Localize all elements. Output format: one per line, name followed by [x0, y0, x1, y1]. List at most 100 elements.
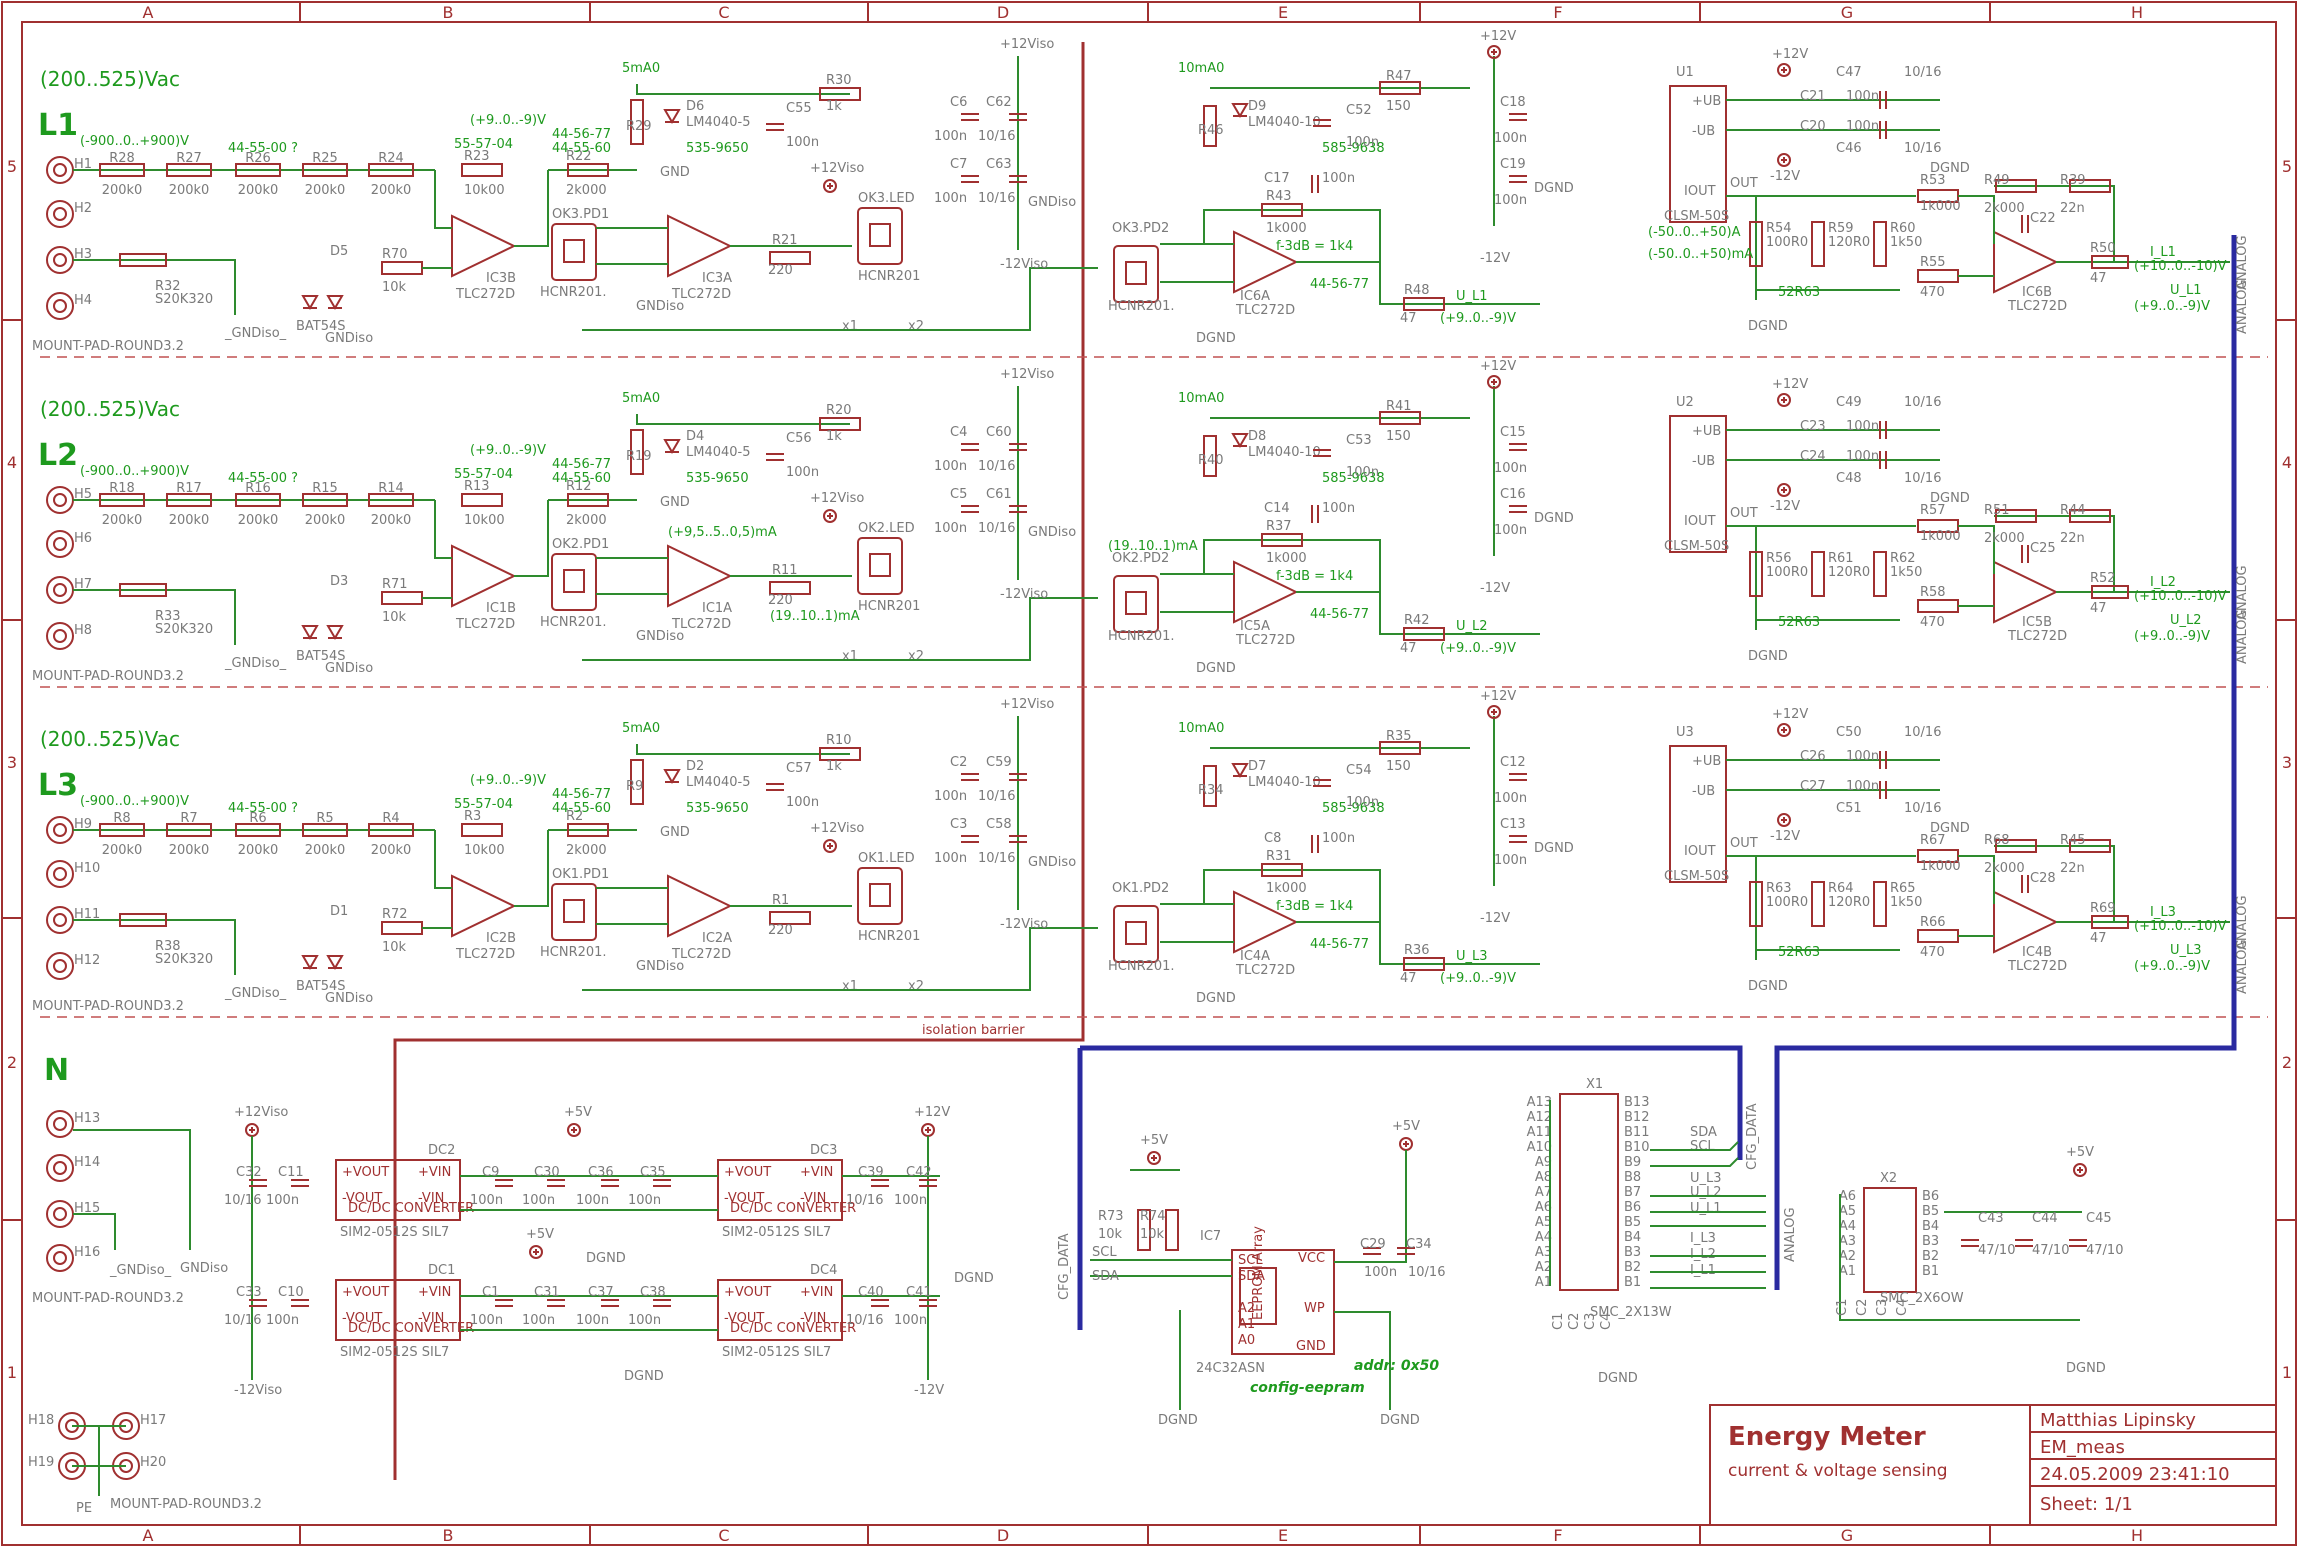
capacitor-ref: C3	[950, 817, 967, 832]
pad-inner	[53, 867, 67, 881]
supply-circle	[1777, 813, 1791, 827]
current-sensor-body	[1669, 745, 1727, 883]
grid-column-label: E	[1278, 3, 1288, 22]
capacitor-value: 100n	[934, 129, 967, 144]
ground-label: DGND	[624, 1369, 664, 1384]
input-op-amp	[451, 544, 517, 608]
section-separators	[40, 356, 2268, 1018]
pad-outer	[46, 200, 74, 228]
resistor-value: 2k000	[1984, 861, 2025, 876]
capacitor-ref: C46	[1836, 141, 1862, 156]
reference-diode	[1231, 433, 1249, 448]
resistor-ref: R73	[1098, 1209, 1124, 1224]
capacitor-ref: C30	[534, 1165, 560, 1180]
connector-signal: I_L1	[1690, 1263, 1716, 1278]
resistor-value: 200k0	[169, 513, 210, 528]
diode-value: LM4040-5	[686, 115, 751, 130]
resistor-ref: R56	[1766, 551, 1792, 566]
resistor-ref: R27	[176, 151, 202, 166]
connector-capacitor	[1961, 1239, 1979, 1247]
net-label: x1	[842, 649, 858, 664]
pad-outer	[46, 486, 74, 514]
resistor-value: 1k	[826, 759, 842, 774]
part-code: 55-57-04	[454, 467, 513, 482]
burden-resistor	[1811, 221, 1825, 267]
capacitor-value: 22n	[2060, 201, 2085, 216]
connector-pin: B1	[1624, 1275, 1641, 1290]
op-amp-value: TLC272D	[2007, 299, 2067, 314]
supply-label: +12Viso	[810, 491, 864, 506]
dcdc-capacitor	[871, 1179, 889, 1187]
resistor-value: 1k50	[1890, 565, 1922, 580]
sensor-pin: OUT	[1730, 836, 1758, 851]
feedback-wire	[1203, 539, 1381, 593]
rx-capacitor	[1313, 449, 1331, 457]
connector-pin: A9	[1535, 1155, 1552, 1170]
capacitor-value: 10/16	[978, 521, 1015, 536]
analog-label: ANALOG	[2235, 279, 2250, 334]
output-net: I_L1	[2150, 245, 2176, 260]
opto-element	[563, 899, 585, 923]
pad-outer	[46, 1110, 74, 1138]
resistor-value: 120R0	[1828, 565, 1870, 580]
resistor-ref: R35	[1386, 729, 1412, 744]
ground-label: DGND	[1196, 331, 1236, 346]
supply-label: -12V	[1480, 911, 1510, 926]
analog-label: ANALOG	[2235, 939, 2250, 994]
resistor-ref: R31	[1266, 849, 1292, 864]
current-range: (19..10..1)mA	[1108, 539, 1198, 554]
resistor-value: 100R0	[1766, 565, 1808, 580]
capacitor-ref: C54	[1346, 763, 1372, 778]
diode-body	[1231, 103, 1249, 118]
ground-label: GNDiso	[325, 991, 373, 1006]
resistor-ref: R30	[826, 73, 852, 88]
amp-wire	[1958, 855, 1995, 904]
divider-resistor	[235, 493, 281, 507]
drawing-date: 24.05.2009 23:41:10	[2040, 1464, 2230, 1485]
mount-pad	[46, 486, 74, 514]
supply-label: +12V	[1480, 29, 1516, 44]
rx-feedback-capacitor	[1311, 505, 1319, 523]
connector-pin: B11	[1624, 1125, 1649, 1140]
dcdc-capacitor	[291, 1179, 309, 1187]
grid-row-label: 3	[2282, 753, 2292, 772]
current-amplifier	[1993, 230, 2059, 294]
output-wire	[1379, 922, 1540, 965]
current-sensor-section: U2CLSM-50S+UB-UBIOUTOUT+12V-12VC49C23C24…	[1664, 377, 2250, 664]
grid-row-label: 4	[7, 453, 17, 472]
part-code: 55-57-04	[454, 797, 513, 812]
connector-pin: B5	[1922, 1204, 1939, 1219]
opto-value: HCNR201.	[1108, 959, 1175, 974]
resistor-value: 470	[1920, 615, 1945, 630]
supply-label: +12Viso	[1000, 37, 1054, 52]
supply-symbol	[1777, 483, 1791, 497]
capacitor-value: 100n	[522, 1313, 555, 1328]
capacitor-ref: C61	[986, 487, 1012, 502]
connector-wire	[1839, 1194, 2080, 1321]
reference-wire	[636, 84, 850, 95]
input-voltage-range: (-900..0..+900)V	[80, 134, 189, 149]
resistor-value: 47	[2090, 601, 2107, 616]
resistor-ref: R46	[1198, 123, 1224, 138]
grid-column-label: C	[718, 3, 729, 22]
part-code: 44-55-60	[552, 471, 611, 486]
opto-ref: OK3.PD1	[552, 207, 609, 222]
diode-body	[301, 625, 319, 640]
connector-pin: A12	[1527, 1110, 1552, 1125]
connector-pin: B6	[1624, 1200, 1641, 1215]
resistor-ref: R28	[109, 151, 135, 166]
pad-outer	[46, 156, 74, 184]
part-code: 44-56-77	[552, 127, 611, 142]
rx-capacitor	[1313, 119, 1331, 127]
connector-pin: A6	[1535, 1200, 1552, 1215]
part-code: 44-55-00 ?	[228, 471, 298, 486]
rx-feedback-capacitor	[1311, 175, 1319, 193]
dcdc-capacitor	[291, 1299, 309, 1307]
resistor-ref: R58	[1920, 585, 1946, 600]
supply-label: +12Viso	[234, 1105, 288, 1120]
diode-body	[326, 955, 344, 970]
part-code: 44-56-77	[1310, 277, 1369, 292]
output-wire	[1379, 262, 1540, 305]
resistor-value: 150	[1386, 759, 1411, 774]
dcdc-ref: DC1	[428, 1263, 455, 1278]
